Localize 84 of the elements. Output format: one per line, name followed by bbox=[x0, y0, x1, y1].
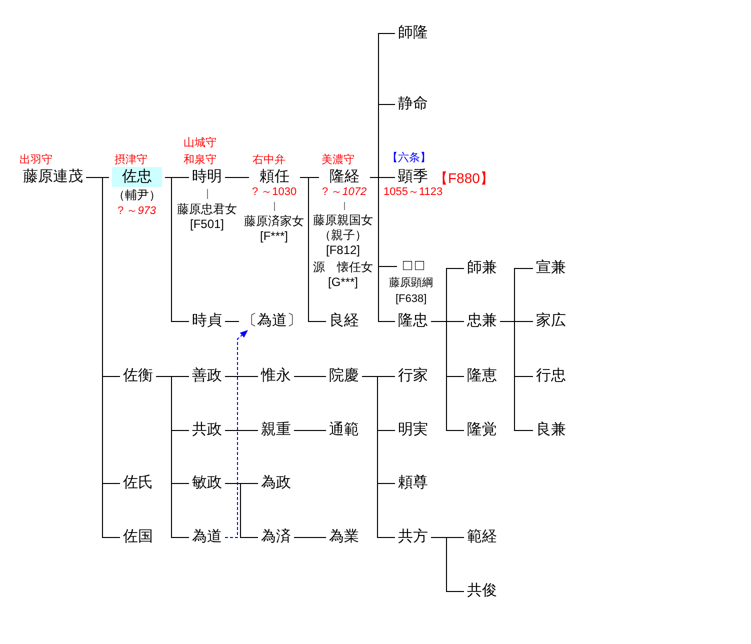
person-name: 藤原連茂 bbox=[23, 168, 83, 186]
connector-line bbox=[430, 321, 464, 431]
person-name: 隆恵 bbox=[467, 367, 497, 385]
person-name: 顕季 bbox=[398, 168, 428, 186]
connector-line bbox=[207, 188, 208, 200]
person-name: 明実 bbox=[398, 421, 428, 439]
person-name: 隆忠 bbox=[398, 312, 428, 330]
person-name: 通範 bbox=[329, 421, 359, 439]
connector-line bbox=[164, 177, 190, 322]
person-name: □□ bbox=[402, 257, 428, 275]
office-title: 美濃守 bbox=[322, 154, 354, 166]
life-dates: ? ～1072 bbox=[322, 186, 367, 199]
connector-line bbox=[300, 177, 326, 322]
person-name: 範経 bbox=[467, 528, 497, 546]
office-title: 山城守 bbox=[184, 136, 216, 150]
connector-line bbox=[344, 202, 345, 210]
person-name: 忠兼 bbox=[467, 312, 497, 330]
connector-line bbox=[224, 321, 240, 322]
highlighted-name: 佐忠 bbox=[112, 167, 162, 187]
life-dates: 1055～1123 bbox=[384, 186, 443, 198]
person-name: 佐氏 bbox=[123, 474, 153, 492]
life-dates: ? ～1030 bbox=[252, 186, 297, 199]
spouse-name: 藤原親国女 bbox=[313, 213, 373, 228]
person-name: 共方 bbox=[398, 528, 428, 546]
connector-line bbox=[294, 376, 326, 377]
office-title: 出羽守 bbox=[20, 154, 52, 166]
house-tag: 【六条】 bbox=[387, 152, 431, 164]
arrow bbox=[224, 330, 248, 538]
person-name: 隆覚 bbox=[467, 421, 497, 439]
spouse-name: 藤原忠君女 bbox=[177, 202, 237, 217]
person-name: 行忠 bbox=[536, 367, 566, 385]
connector-line bbox=[224, 430, 258, 431]
person-name: 時明 bbox=[192, 168, 222, 186]
person-name: 家広 bbox=[536, 312, 566, 330]
person-name: 宣兼 bbox=[536, 259, 566, 277]
person-name: 〔為道〕 bbox=[242, 312, 302, 330]
alias-name: （輔尹） bbox=[113, 188, 161, 202]
person-name: 良兼 bbox=[536, 421, 566, 439]
connector-line bbox=[274, 202, 275, 212]
person-name: 院慶 bbox=[329, 367, 359, 385]
person-name: 佐衡 bbox=[123, 367, 153, 385]
reference-code: [F812] bbox=[326, 243, 360, 258]
person-name: 善政 bbox=[192, 367, 222, 385]
person-name: 師兼 bbox=[467, 259, 497, 277]
person-name: 親重 bbox=[261, 421, 291, 439]
connector-line bbox=[370, 177, 396, 322]
person-name: 隆経 bbox=[329, 168, 360, 186]
connector-line bbox=[224, 483, 258, 538]
person-name: 良経 bbox=[329, 312, 359, 330]
connector-line bbox=[362, 376, 396, 538]
alias-name: （親子） bbox=[319, 228, 367, 243]
connector-line bbox=[294, 537, 326, 538]
person-name: 為道 bbox=[192, 528, 222, 546]
person-name: 時貞 bbox=[192, 312, 222, 330]
life-dates: ? ～973 bbox=[118, 204, 156, 218]
connector-line bbox=[224, 177, 250, 178]
person-name: 静命 bbox=[398, 95, 428, 113]
person-name: 為済 bbox=[261, 528, 291, 546]
connector-line bbox=[156, 376, 190, 538]
person-name: 共政 bbox=[192, 421, 222, 439]
person-name: 頼尊 bbox=[398, 474, 428, 492]
connector-line bbox=[224, 376, 258, 377]
reference-code: [F638] bbox=[396, 292, 427, 306]
reference-code: [F***] bbox=[260, 229, 288, 244]
person-name: 共俊 bbox=[467, 582, 497, 600]
person-name: 佐国 bbox=[123, 528, 153, 546]
person-name: 惟永 bbox=[261, 367, 291, 385]
reference-code: [G***] bbox=[328, 274, 358, 290]
office-title: 右中弁 bbox=[252, 154, 286, 166]
relative-name: 藤原顕綱 bbox=[389, 276, 433, 290]
reference-code: [F501] bbox=[190, 217, 224, 232]
person-name: 為業 bbox=[329, 528, 359, 546]
connector-line bbox=[294, 430, 326, 431]
person-name: 為政 bbox=[261, 474, 291, 492]
reference-code: 【F880】 bbox=[434, 170, 494, 186]
spouse-name: 源 懐任女 bbox=[313, 260, 373, 274]
person-name: 頼任 bbox=[259, 168, 290, 186]
person-name: 敏政 bbox=[192, 474, 222, 492]
spouse-name: 藤原済家女 bbox=[244, 214, 304, 229]
person-name: 行家 bbox=[398, 367, 428, 385]
office-title: 和泉守 bbox=[184, 154, 216, 166]
connector-line bbox=[430, 537, 464, 592]
office-title: 摂津守 bbox=[114, 154, 148, 166]
person-name: 師隆 bbox=[398, 24, 428, 42]
